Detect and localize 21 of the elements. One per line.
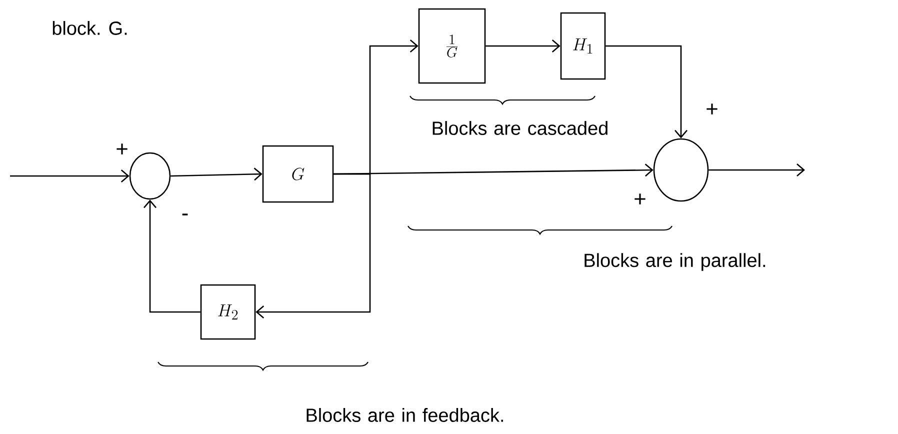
arrow bbox=[144, 200, 200, 313]
block-box: $H_1$ bbox=[560, 12, 606, 80]
arrow bbox=[256, 173, 371, 318]
arrow bbox=[606, 45, 688, 138]
arrow bbox=[10, 170, 130, 182]
heading-text: block. G. bbox=[52, 21, 127, 35]
block-box: $H_2$ bbox=[200, 284, 256, 340]
note-text: Blocks are cascaded bbox=[432, 121, 608, 135]
summing-junction bbox=[129, 152, 171, 200]
block-box: $\frac{1}{G}$ bbox=[418, 8, 486, 84]
sign-label: - bbox=[182, 214, 188, 216]
sign-label: + bbox=[116, 144, 128, 154]
arrow bbox=[708, 164, 805, 176]
block-box: $G$ bbox=[262, 145, 334, 203]
sign-label: + bbox=[706, 104, 718, 114]
arrow bbox=[170, 168, 262, 181]
sign-label: + bbox=[634, 194, 646, 204]
note-text: Blocks are in feedback. bbox=[306, 408, 504, 422]
note-text: Blocks are in parallel. bbox=[584, 253, 766, 271]
summing-junction bbox=[653, 138, 709, 202]
arrow bbox=[486, 40, 560, 52]
